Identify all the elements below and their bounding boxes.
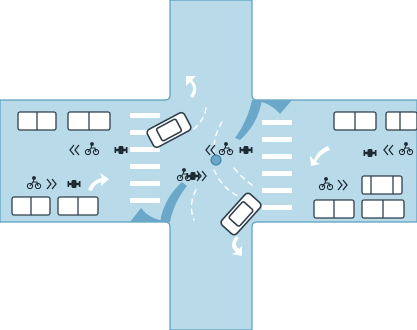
corner-island-ne-tip [235, 100, 262, 140]
parked-car-w4 [57, 196, 99, 216]
moving-car-nw [146, 111, 192, 149]
moving-car-se [220, 192, 262, 236]
crosswalks [130, 113, 292, 210]
parked-car-e2 [385, 111, 417, 131]
double-chevron-icon [69, 144, 80, 156]
corner-island-ne [252, 100, 292, 114]
double-chevron-icon [196, 170, 207, 182]
curved-arrow-icon [186, 76, 197, 98]
curved-arrow-icon [232, 236, 242, 256]
lane-guides [189, 107, 255, 221]
parked-car-e3 [361, 175, 403, 195]
parked-cars-west [11, 111, 111, 216]
parked-car-e5 [361, 199, 405, 219]
crosswalk-east [262, 120, 292, 210]
double-chevron-icon [205, 144, 216, 156]
corner-island-sw [130, 208, 170, 222]
crosswalk-west [130, 113, 160, 203]
guide-line-3 [213, 169, 239, 197]
guide-line-1 [189, 107, 207, 133]
corner-islands [130, 100, 292, 222]
guide-line-4 [190, 189, 197, 221]
double-chevron-icon [383, 144, 394, 156]
direction-arrows [88, 76, 330, 256]
curved-arrow-icon [310, 146, 330, 166]
guide-line-5 [233, 167, 255, 187]
parked-car-w1 [17, 111, 57, 131]
center-marker [210, 154, 222, 166]
flow-chevrons [46, 144, 394, 191]
parked-car-w2 [67, 111, 111, 131]
guide-line-2 [212, 121, 223, 159]
curved-arrow-icon [88, 173, 109, 191]
double-chevron-icon [337, 179, 348, 191]
parked-car-e1 [333, 111, 377, 131]
parked-car-e4 [313, 199, 355, 219]
parked-cars-east [313, 111, 417, 219]
corner-island-sw-tip [160, 182, 187, 222]
double-chevron-icon [46, 178, 57, 190]
parked-car-w3 [11, 196, 51, 216]
